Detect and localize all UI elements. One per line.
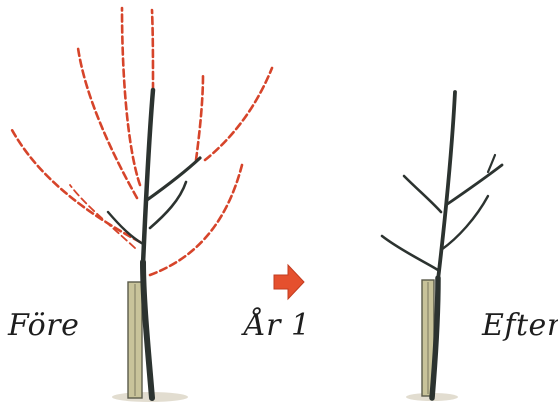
arrow-right-icon — [274, 265, 304, 299]
cut-branch-left-mid — [78, 48, 137, 198]
cut-branch-left-tall — [122, 8, 140, 185]
label-before: Före — [8, 308, 79, 343]
branches-after — [382, 92, 502, 398]
branches-before — [108, 90, 200, 398]
branch-left-low-after — [382, 236, 438, 270]
cut-leader-top — [152, 10, 153, 90]
support-stake-before — [128, 282, 142, 398]
cut-branches-before — [12, 8, 272, 275]
tree-after — [382, 92, 502, 401]
cut-branch-right-tip — [196, 75, 203, 160]
cut-branch-left-low — [70, 185, 135, 248]
branch-right-main-before — [147, 158, 200, 200]
cut-branch-right-outer — [205, 68, 272, 160]
trunk-before — [143, 262, 152, 398]
label-after: Efter — [482, 308, 558, 343]
cut-branch-right-low — [150, 165, 242, 275]
leader-before — [143, 90, 153, 264]
leader-after — [438, 92, 455, 280]
label-year-1: År 1 — [244, 308, 311, 343]
branch-left-upper-after — [404, 176, 441, 212]
branch-right-mid-before — [150, 182, 186, 228]
branch-right-main-after — [446, 165, 502, 205]
